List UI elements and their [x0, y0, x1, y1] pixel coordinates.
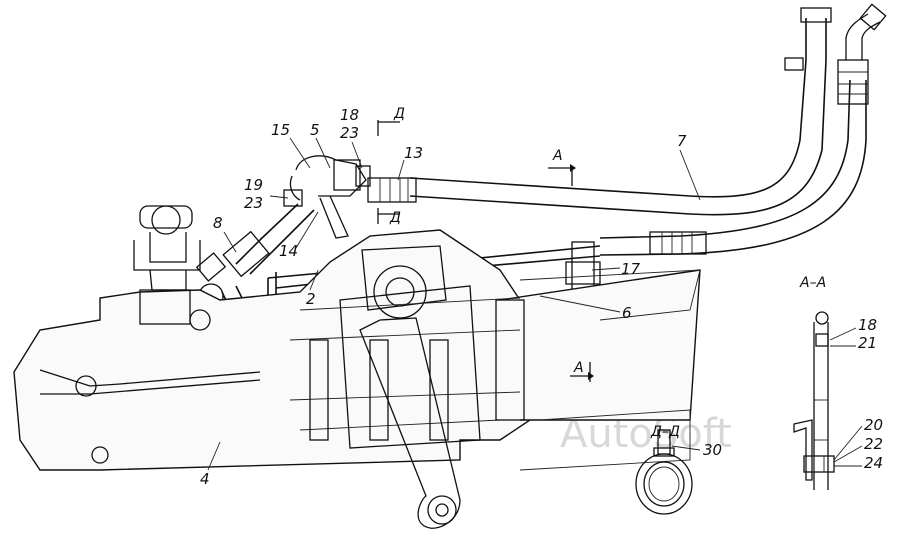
- callout-19: 19: [244, 176, 263, 194]
- callout-18: 18: [340, 106, 359, 124]
- callout-6: 6: [622, 304, 632, 322]
- callout-4: 4: [200, 470, 210, 488]
- section-d-marker-top: Д: [377, 106, 405, 136]
- section-d-label-top: Д: [393, 106, 405, 122]
- callout-23-top: 23: [340, 124, 359, 142]
- section-d-marker-bottom: Д: [377, 208, 401, 226]
- section-a-label-top: А: [552, 148, 563, 164]
- view-d-d-title: Д–Д: [650, 424, 680, 440]
- callout-15: 15: [271, 121, 290, 139]
- fitting-13: [367, 177, 417, 203]
- callout-24: 24: [864, 454, 883, 472]
- callout-23-left: 23: [244, 194, 263, 212]
- universal-joint: [133, 205, 201, 291]
- callout-5: 5: [310, 121, 320, 139]
- leader-lines: [207, 137, 863, 471]
- callout-13: 13: [404, 144, 423, 162]
- section-a-marker-bottom: А: [570, 360, 594, 382]
- pitman-arm: [359, 317, 461, 529]
- bracket-5: [283, 155, 371, 239]
- section-a-marker-top: А: [548, 148, 576, 186]
- view-a-a-title: А–А: [799, 275, 826, 291]
- steering-gear-housing: [13, 229, 701, 471]
- callout-20: 20: [864, 416, 883, 434]
- section-a-label-bottom: А: [573, 360, 584, 376]
- callout-18-view: 18: [858, 316, 877, 334]
- hose-14: [195, 203, 315, 309]
- callout-17: 17: [621, 260, 641, 278]
- callout-30: 30: [703, 441, 722, 459]
- callout-2: 2: [306, 290, 316, 308]
- callout-7: 7: [677, 132, 687, 150]
- callout-14: 14: [279, 242, 298, 260]
- callout-21: 21: [858, 334, 877, 352]
- detail-view-d-d: Д–Д: [635, 424, 693, 515]
- hose-7-assembly: [409, 3, 887, 256]
- detail-view-a-a: А–А: [793, 275, 835, 490]
- callout-22: 22: [864, 435, 883, 453]
- callout-8: 8: [213, 214, 223, 232]
- frame-rail: [519, 269, 701, 321]
- frame-rail-lower: [519, 409, 691, 471]
- section-d-label-bottom: Д: [389, 210, 401, 226]
- callout-numbers: 15 5 18 23 13 7 19 23 8 14 2 17 6 4 30 1…: [200, 106, 883, 488]
